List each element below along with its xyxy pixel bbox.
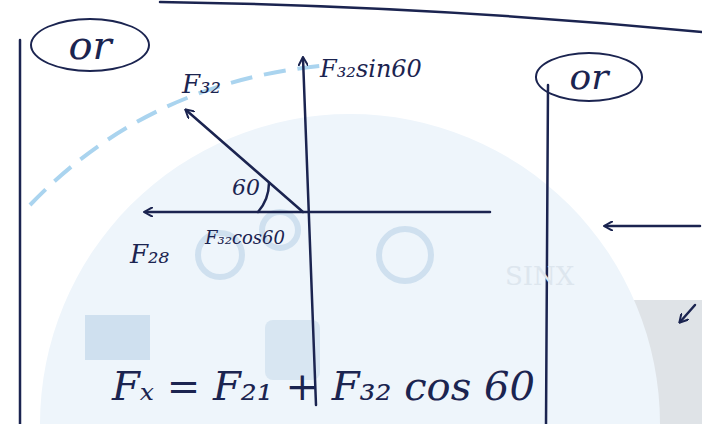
- side-arrow: [605, 225, 700, 228]
- side-arrow: [680, 305, 695, 322]
- top-line: [160, 2, 702, 32]
- force-label: F₃₂: [182, 70, 221, 99]
- dashed-arc: [30, 65, 330, 205]
- x-axis: [145, 211, 490, 214]
- node-text: or: [570, 57, 609, 97]
- bulb-icon: [379, 229, 431, 281]
- margin-line: [19, 40, 22, 424]
- watermark-disc: [40, 114, 660, 424]
- force-label: F₂₈: [130, 240, 169, 269]
- angle-label: 60: [232, 176, 260, 200]
- component-label: F₃₂cos60: [205, 228, 285, 248]
- y-axis: [303, 58, 316, 405]
- binary-icon: [85, 315, 150, 360]
- circled-word: or: [30, 18, 150, 72]
- force-vector: [186, 110, 303, 212]
- node-text: or: [68, 23, 111, 67]
- watermark-text: SINX: [505, 262, 574, 291]
- circled-word: or: [535, 52, 643, 102]
- margin-line: [546, 85, 548, 424]
- equation: Fₓ = F₂₁ + F₃₂ cos 60: [112, 364, 535, 408]
- component-label: F₃₂sin60: [320, 56, 422, 82]
